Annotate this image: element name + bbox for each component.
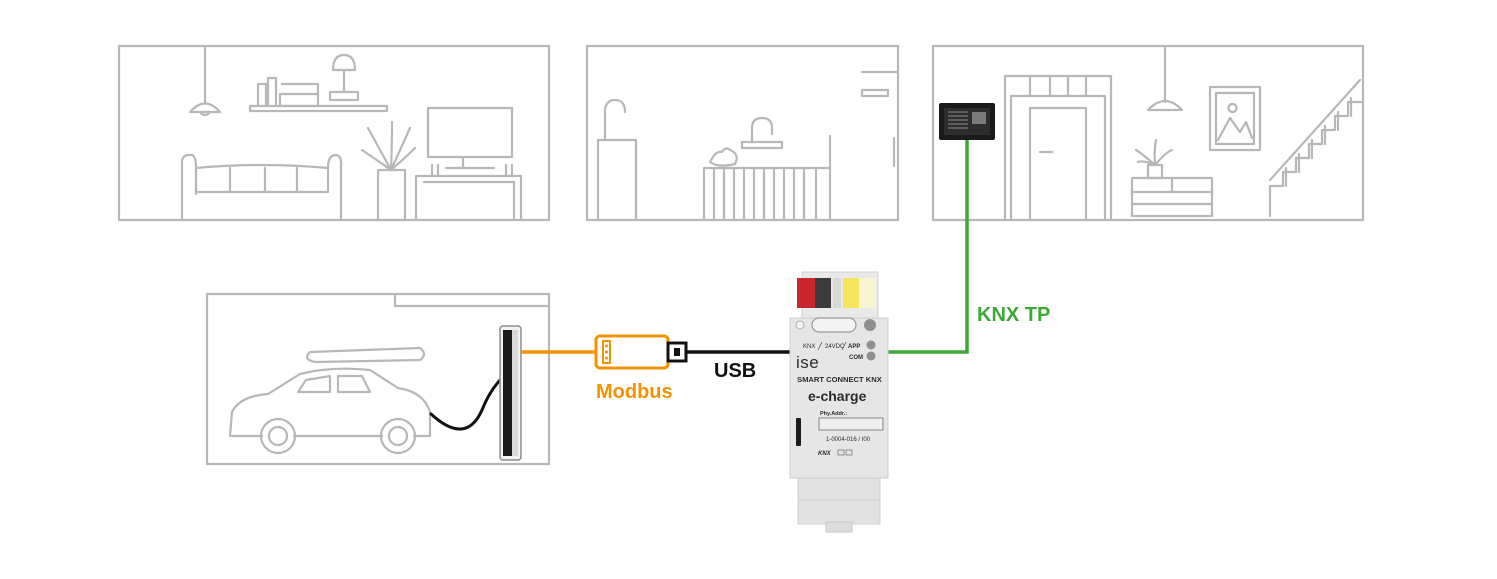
led-com	[866, 351, 876, 361]
usb-stick-icon	[594, 334, 688, 370]
kitchen-sketch	[585, 44, 900, 222]
model-line: SMART CONNECT KNX	[797, 375, 882, 384]
usb-port-slot[interactable]	[796, 418, 801, 446]
knx-tp-label: KNX TP	[977, 304, 1050, 326]
phys-addr-field	[818, 417, 884, 431]
programming-button[interactable]	[811, 317, 857, 333]
car-icon	[228, 346, 432, 455]
brand-logo: ise	[796, 353, 819, 372]
charge-cable	[429, 376, 504, 431]
power-terminal-yellow	[843, 278, 859, 308]
wallbox-icon	[499, 325, 522, 461]
led-app	[866, 340, 876, 350]
led-app-label: APP	[848, 344, 860, 350]
knx-tp-line	[888, 140, 969, 354]
hallway-sketch	[931, 44, 1365, 222]
terminal-24vdc-label: 24VDC	[825, 344, 845, 350]
living-room-sketch	[117, 44, 551, 222]
knx-terminal-red	[797, 278, 815, 308]
knx-logo: KNX	[818, 451, 832, 457]
led-com-label: COM	[849, 355, 863, 361]
smart-connect-knx-device: KNX 24VDC APP COM ise SMART CONNECT KNX …	[789, 271, 889, 533]
terminal-knx-label: KNX	[803, 344, 815, 350]
garage-sketch	[205, 292, 551, 466]
phys-addr-label: Phy.Addr.:	[820, 411, 847, 417]
usb-label: USB	[714, 360, 756, 382]
part-number: 1-0004-016 / I00	[826, 437, 871, 443]
product-name: e-charge	[808, 388, 867, 404]
knx-touch-panel-icon	[939, 103, 995, 140]
modbus-label: Modbus	[596, 381, 673, 403]
